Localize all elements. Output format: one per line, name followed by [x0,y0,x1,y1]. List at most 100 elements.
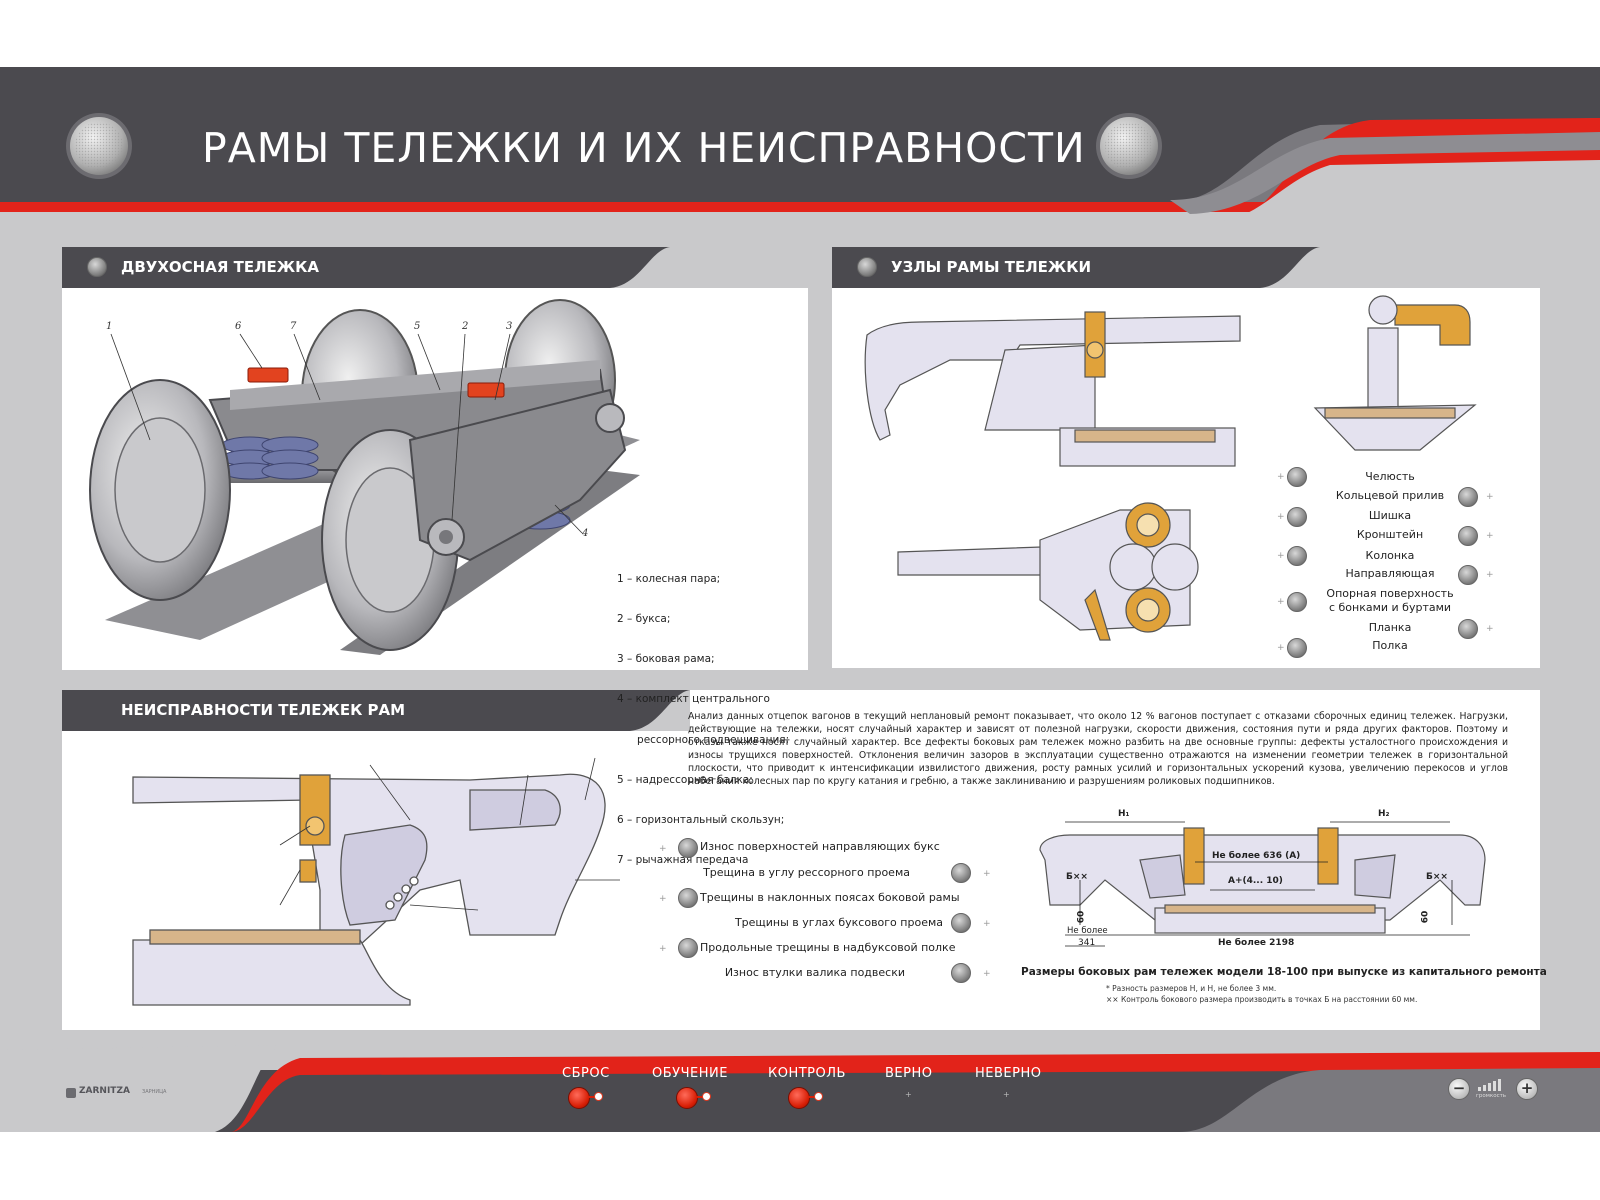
logo-mark-icon [66,1088,76,1098]
volume-label: громкость [1476,1093,1507,1099]
callout-3: 3 [506,321,513,332]
dim-h1: H₁ [1118,809,1130,819]
defect-axlebox-crack-button[interactable] [951,913,971,933]
plus-mark: + [1486,570,1494,580]
defects-panel-top [690,690,1540,731]
node-label-plate: Планка [1368,621,1412,634]
callout-5: 5 [414,321,421,332]
dim-b-right: Б×× [1426,872,1448,882]
defect-label-inclined-crack: Трещины в наклонных поясах боковой рамы [700,891,960,904]
control-indicator-icon [814,1092,823,1101]
dim-max636: Не более 636 (А) [1212,851,1301,861]
node-bracket-button[interactable] [1458,526,1478,546]
correct-indicator-icon: + [905,1090,912,1099]
node-support-button[interactable] [1287,592,1307,612]
node-ring-button[interactable] [1458,487,1478,507]
plus-mark: + [1486,531,1494,541]
bogie-legend: 1 – колесная пара; 2 – букса; 3 – бокова… [617,546,789,881]
defect-label-axlebox-crack: Трещины в углах буксового проема [734,916,943,929]
plus-mark: + [659,844,667,854]
node-shelf-button[interactable] [1287,638,1307,658]
plus-mark: + [1277,643,1285,653]
dim-60-right: 60 [1420,910,1431,924]
bogie-panel-header-bar [62,247,670,288]
incorrect-label: НЕВЕРНО [975,1066,1042,1081]
control-button[interactable] [788,1087,810,1109]
training-indicator-icon [702,1092,711,1101]
training-label: ОБУЧЕНИЕ [652,1066,728,1081]
plus-icon: + [1520,1079,1534,1097]
defect-inclined-crack-button[interactable] [678,888,698,908]
bogie-drawing [89,299,640,655]
dim-max2198: Не более 2198 [1218,938,1295,948]
defect-label-guide-wear: Износ поверхностей направляющих букс [700,840,940,853]
training-button[interactable] [676,1087,698,1109]
nodes-header-dot-icon [857,257,877,277]
plus-mark: + [983,869,991,879]
legend-line: 3 – боковая рама; [617,653,715,666]
node-label-boss: Шишка [1368,509,1412,522]
legend-line: 6 – горизонтальный скользун; [617,814,785,827]
defect-guide-wear-button[interactable] [678,838,698,858]
node-column-button[interactable] [1287,546,1307,566]
plus-mark: + [659,944,667,954]
legend-line: 2 – букса; [617,613,671,626]
page-title: РАМЫ ТЕЛЕЖКИ И ИХ НЕИСПРАВНОСТИ [202,124,1086,172]
control-label: КОНТРОЛЬ [768,1066,846,1081]
volume-plus-button[interactable]: + [1516,1078,1538,1100]
dim-60-left: 60 [1076,910,1087,924]
correct-label: ВЕРНО [885,1066,933,1081]
legend-line: 1 – колесная пара; [617,572,721,585]
defects-panel-title: НЕИСПРАВНОСТИ ТЕЛЕЖЕК РАМ [121,701,406,719]
dimension-note-2: ×× Контроль бокового размера производить… [1106,995,1418,1004]
defect-spring-crack-button[interactable] [951,863,971,883]
reset-button-tail [588,1096,595,1098]
nodes-panel-title: УЗЛЫ РАМЫ ТЕЛЕЖКИ [891,258,1092,276]
plus-mark: + [983,969,991,979]
node-plate-button[interactable] [1458,619,1478,639]
legend-line: 4 – комплект центрального [617,693,770,706]
header-knob-left [66,113,132,179]
header-knob-right [1096,113,1162,179]
control-button-tail [808,1096,815,1098]
nodes-drawing [864,295,1477,641]
callout-2: 2 [462,321,469,332]
analysis-text: Анализ данных отцепок вагонов в текущий … [688,711,1508,788]
plus-mark: + [1277,551,1285,561]
plus-mark: + [983,919,991,929]
dimension-note-1: * Разность размеров Н, и Н, не более 3 м… [1106,984,1277,993]
dim-max-left: Не более [1067,926,1108,936]
volume-minus-button[interactable]: − [1448,1078,1470,1100]
node-guide-button[interactable] [1458,565,1478,585]
node-label-guide: Направляющая [1345,567,1435,580]
legend-line: 5 – надрессорная балка; [617,773,753,786]
plus-mark: + [659,894,667,904]
node-jaw-button[interactable] [1287,467,1307,487]
legend-line: рессорного подвешивания; [617,733,790,746]
zarnitza-logo: ZARNITZA ЗАРНИЦА [66,1085,176,1105]
plus-mark: + [1486,624,1494,634]
plus-mark: + [1277,472,1285,482]
defect-label-spring-crack: Трещина в углу рессорного проема [703,866,910,879]
dimension-caption: Размеры боковых рам тележек модели 18-10… [1021,966,1547,978]
callout-7: 7 [290,321,297,332]
bogie-header-dot-icon [87,257,107,277]
defect-label-bushing-wear: Износ втулки валика подвески [724,966,905,979]
dim-a-range: А+(4... 10) [1228,876,1283,886]
defect-shelf-crack-button[interactable] [678,938,698,958]
plus-mark: + [1277,512,1285,522]
logo-text: ZARNITZA [79,1086,130,1096]
node-label-jaw: Челюсть [1365,470,1415,483]
callout-1: 1 [106,321,113,332]
minus-icon: − [1452,1079,1466,1097]
node-label-support: Опорная поверхность с бонками и буртами [1326,587,1454,614]
volume-bars-icon [1478,1077,1508,1091]
node-label-column: Колонка [1365,549,1415,562]
dim-h2: H₂ [1378,809,1390,819]
callout-4: 4 [582,528,589,539]
node-label-ring: Кольцевой прилив [1335,489,1445,502]
reset-button[interactable] [568,1087,590,1109]
defect-bushing-wear-button[interactable] [951,963,971,983]
node-boss-button[interactable] [1287,507,1307,527]
